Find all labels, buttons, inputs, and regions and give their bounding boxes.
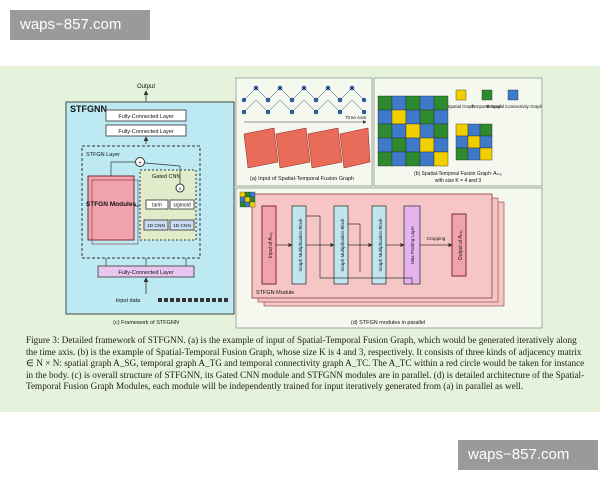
panel-a-caption: (a) Input of Spatial-Temporal Fusion Gra… — [250, 176, 354, 182]
figure-diagram: STFGNN Output Fully-Connected Layer Full… — [65, 77, 543, 329]
fc-layer-top-2 — [105, 124, 187, 137]
legend-connectivity: Temporal Connectivity Graph — [486, 104, 543, 109]
fc-layer-bottom-label: Fully-Connected Layer — [118, 270, 174, 276]
gm-block-2-label: Graph Multiplication Block — [340, 218, 345, 272]
output-label: Output — [137, 84, 155, 90]
svg-text:×: × — [178, 187, 181, 193]
panel-d-caption: (d) STFGN modules in parallel — [351, 320, 425, 326]
legend-squares — [455, 89, 519, 101]
adjacency-matrix-grid — [377, 95, 449, 167]
stfgn-module-label: STFGN Module — [256, 290, 294, 296]
time-axis-label: Time Axis — [345, 115, 366, 121]
legend-spatial: Spatial Graph — [448, 104, 475, 109]
cnn-2-label: 1D CNN — [173, 223, 191, 229]
figure-panel: STFGNN Output Fully-Connected Layer Full… — [0, 66, 600, 412]
panel-d-modules: STFGN Module Input of Aₛₜ₆ Graph Multipl… — [235, 187, 543, 329]
gm-block-3-label: Graph Multiplication Block — [378, 218, 383, 272]
watermark-top: waps−857.com — [10, 10, 150, 40]
stfgn-modules-label: STFGN Modules — [86, 201, 137, 208]
graph-nodes-row — [241, 85, 367, 115]
panel-b-caption-1: (b) Spatial-Temporal Fusion Graph: Aₛₜ₆ — [414, 171, 502, 177]
fc-layer-bottom — [97, 265, 195, 278]
cnn-1-label: 1D CNN — [147, 223, 165, 229]
legend-temporal: Temporal Graph — [471, 104, 503, 109]
cnn-2-box — [169, 219, 195, 231]
tanh-box — [145, 199, 169, 210]
stfgnn-title: STFGNN — [70, 104, 107, 114]
gm-block-1-label: Graph Multiplication Block — [298, 218, 303, 272]
panel-a-input: Time Axis (a) Input of Spatial-Temporal … — [235, 77, 373, 187]
sigmoid-box — [169, 199, 195, 210]
output-of-astg-label: Output of Aₛₜ₆ — [458, 230, 464, 260]
input-data-label: Input data — [116, 298, 141, 304]
module-arrows — [276, 215, 453, 284]
figure-caption: Figure 3: Detailed framework of STFGNN. … — [26, 335, 585, 392]
cropping-label: Cropping — [427, 236, 446, 241]
mini-input-grid — [239, 191, 256, 208]
fc-layer-top-2-label: Fully-Connected Layer — [118, 129, 174, 135]
watermark-bottom: waps−857.com — [458, 440, 598, 470]
small-matrix-grid — [455, 123, 493, 161]
stfgn-modules-box — [87, 175, 135, 241]
red-graph-slices — [243, 127, 371, 169]
stfgn-layer-label: STFGN Layer — [86, 152, 120, 158]
panel-b-caption-2: with size K = 4 and 3 — [435, 178, 481, 184]
tanh-label: tanh — [152, 203, 162, 209]
gated-cnn-label: Gated CNN — [152, 174, 180, 180]
svg-text:+: + — [138, 161, 142, 167]
sigmoid-label: sigmoid — [173, 203, 190, 209]
panel-c-framework: STFGNN Output Fully-Connected Layer Full… — [65, 84, 235, 326]
panel-c-caption: (c) Framework of STFGNN — [113, 320, 179, 326]
fc-layer-top-1 — [105, 109, 187, 122]
sum-node — [135, 157, 145, 167]
input-data-strip — [158, 298, 228, 302]
cnn-1-box — [143, 219, 169, 231]
input-of-astg-label: Input of Aₛₜ₆ — [268, 232, 274, 258]
fc-layer-top-1-label: Fully-Connected Layer — [118, 114, 174, 120]
max-pooling-label: Max Pooling Layer — [410, 226, 415, 265]
panel-b-fusion-graph: Spatial Graph Temporal Graph Temporal Co… — [373, 77, 543, 187]
